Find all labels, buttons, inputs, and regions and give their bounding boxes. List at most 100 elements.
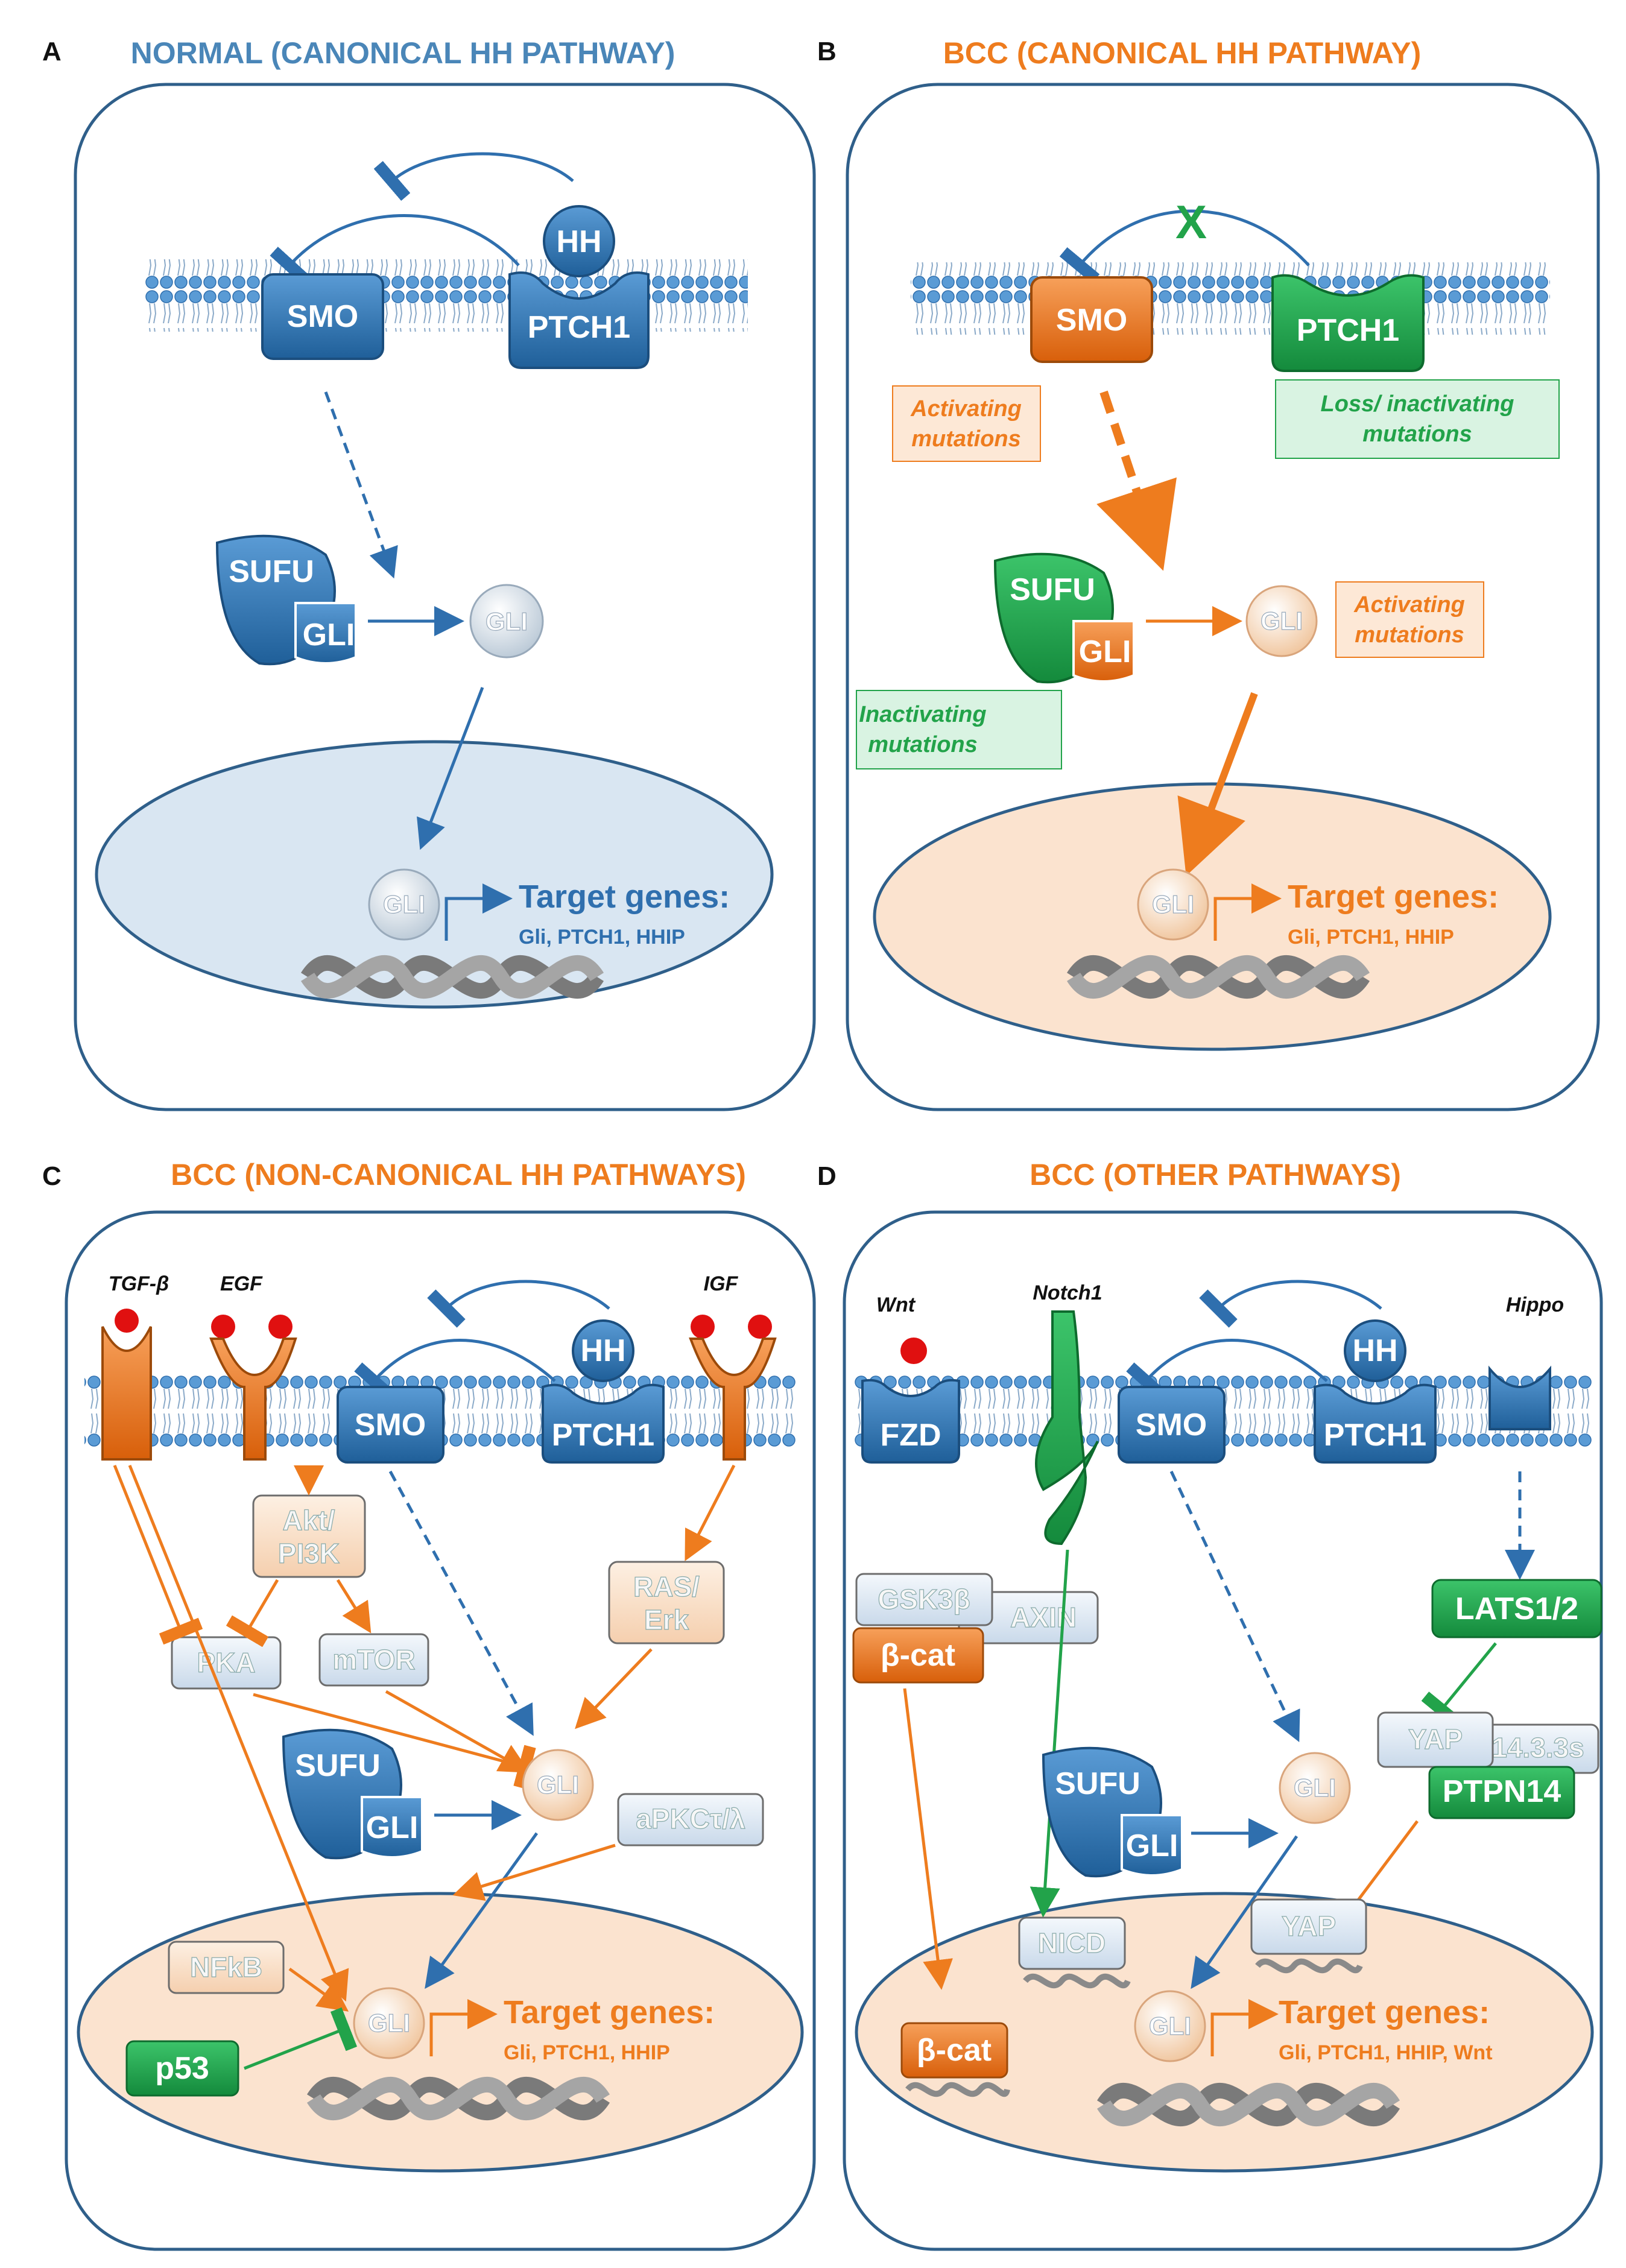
nucleus-b (873, 782, 1552, 1051)
gli-free-a (469, 584, 544, 659)
ras-erk-box (608, 1561, 725, 1644)
wnt-ligand (900, 1338, 927, 1364)
hh-label-c: HH (580, 1333, 625, 1368)
bcat-nuclear-box (900, 2022, 1008, 2079)
sufu-note-line1: Inactivating (859, 702, 986, 727)
egf-receptor (209, 1338, 297, 1461)
panel-c: C BCC (NON-CANONICAL HH PATHWAYS) TGF-β … (42, 1158, 816, 2251)
gli-mutations-note (1335, 581, 1484, 658)
hh-inhibits-ptch-arc-d (1199, 1280, 1382, 1328)
akt-to-mtor-arrow (336, 1579, 372, 1634)
hippo-receptor (1488, 1365, 1551, 1430)
ptch1-receptor-c (542, 1383, 665, 1464)
smo-receptor-a (261, 273, 384, 360)
gli-nuclear-label-d: GLI (1149, 2012, 1191, 2040)
transcription-arrow-c (429, 1999, 498, 2056)
mtor-to-gli-arrow (385, 1690, 530, 1773)
smo-receptor-c (337, 1386, 444, 1464)
smo-to-gli-dashed-arrow-a (324, 391, 398, 579)
ptch-note-line1: Loss/ inactivating (1321, 391, 1514, 417)
yap-nuclear-label: YAP (1282, 1910, 1336, 1942)
nicd-label: NICD (1038, 1927, 1106, 1959)
gli-nuclear-label-c: GLI (368, 2009, 410, 2037)
hh-inhibits-ptch-arc-c (427, 1280, 610, 1328)
nfkb-box (168, 1941, 285, 1994)
smo-receptor-b (1030, 276, 1153, 363)
ptch-note-line2: mutations (1362, 422, 1472, 447)
transcription-arrow-d (1210, 1999, 1279, 2056)
bcat-to-nucleus-arrow (903, 1688, 953, 1990)
lats-inhibits-yap (1421, 1642, 1497, 1728)
bcat-label: β-cat (881, 1638, 955, 1673)
gli-nuclear-d (1134, 1990, 1206, 2062)
ras-label: RAS/ (633, 1571, 700, 1602)
dna-strand-c (306, 2077, 610, 2120)
panel-letter-b: B (817, 37, 837, 66)
target-genes-a: Target genes: (519, 879, 730, 915)
hh-label-d: HH (1352, 1333, 1397, 1368)
lats-label: LATS1/2 (1455, 1591, 1578, 1626)
ras-to-gli-arrow (575, 1648, 653, 1729)
panel-title-a: NORMAL (CANONICAL HH PATHWAY) (131, 36, 675, 70)
gli-nuclear-b (1137, 868, 1209, 941)
target-genes-d: Target genes: (1279, 1994, 1490, 2030)
panel-b: B BCC (CANONICAL HH PATHWAY) X SMO PTCH1… (817, 36, 1600, 1111)
genes-list-c: Gli, PTCH1, HHIP (504, 2041, 670, 2064)
notch-to-nicd-arrow (1030, 1549, 1069, 1918)
pka-label: PKA (197, 1647, 255, 1678)
smo-label-a: SMO (287, 299, 358, 334)
p53-inhibits-gli (244, 2007, 358, 2070)
gli-free-label-a: GLI (486, 607, 528, 636)
p53-box (125, 2040, 239, 2097)
bcat-nuclear-label: β-cat (917, 2033, 992, 2068)
pka-inhibits-gli (253, 1693, 536, 1789)
wnt-ligand-label: Wnt (876, 1294, 916, 1316)
fzd-receptor (861, 1379, 960, 1464)
akt-label: Akt/ (283, 1505, 335, 1536)
axin-label: AXIN (1010, 1602, 1077, 1633)
gli-bound-label-b: GLI (1079, 634, 1131, 669)
igf-receptor (689, 1338, 777, 1461)
apkc-to-gli-arrow (452, 1843, 616, 1901)
panel-title-d: BCC (OTHER PATHWAYS) (1030, 1158, 1401, 1192)
panel-d: D BCC (OTHER PATHWAYS) Wnt Notch1 Hippo … (817, 1158, 1603, 2251)
nucleus-c (77, 1892, 804, 2173)
lats-box (1431, 1579, 1602, 1638)
gli-free-d (1279, 1752, 1351, 1824)
target-genes-b: Target genes: (1288, 879, 1499, 915)
gli-bound-d (1121, 1814, 1183, 1877)
gli-to-nucleus-arrow-b (1177, 692, 1258, 876)
sufu-label-d: SUFU (1055, 1766, 1140, 1801)
gli-bound-c (361, 1796, 423, 1859)
hh-ligand-a (543, 205, 615, 277)
gsk3b-box (855, 1573, 993, 1626)
fzd-label: FZD (880, 1418, 941, 1453)
smo-to-gli-dashed-arrow-b (1096, 390, 1177, 571)
ptch1-receptor-a (508, 271, 650, 369)
dna-strand-d (1096, 2083, 1400, 2126)
smo-to-gli-dashed-arrow-d (1169, 1470, 1300, 1743)
ptch1-label-b: PTCH1 (1297, 313, 1399, 348)
blocked-x-mark: X (1175, 195, 1207, 248)
gli-to-nucleus-arrow-d (1191, 1835, 1299, 1989)
gli-bound-a (294, 602, 357, 665)
mtor-label: mTOR (332, 1644, 415, 1675)
ptpn14-box (1428, 1766, 1575, 1819)
nfkb-to-gli-arrow (288, 1967, 349, 2012)
ptch1-label-a: PTCH1 (528, 310, 630, 345)
nucleus-a (95, 740, 774, 1009)
ptch1-label-d: PTCH1 (1324, 1418, 1426, 1453)
gli-bound-b (1072, 620, 1135, 683)
ptch1-receptor-d (1314, 1383, 1437, 1464)
hh-inhibits-ptch-arc (373, 152, 574, 201)
transcription-arrow-a (444, 883, 513, 941)
ptpn14-label: PTPN14 (1443, 1774, 1561, 1809)
gli-bound-label-a: GLI (303, 618, 355, 652)
gli-bound-label-d: GLI (1126, 1828, 1178, 1863)
membrane-a (145, 259, 748, 332)
smo-receptor-d (1118, 1386, 1226, 1464)
dna-yap (1255, 1958, 1363, 1974)
gli-note-line1: Activating (1353, 592, 1465, 618)
ptch-smo-inhibition-b (1059, 209, 1310, 284)
